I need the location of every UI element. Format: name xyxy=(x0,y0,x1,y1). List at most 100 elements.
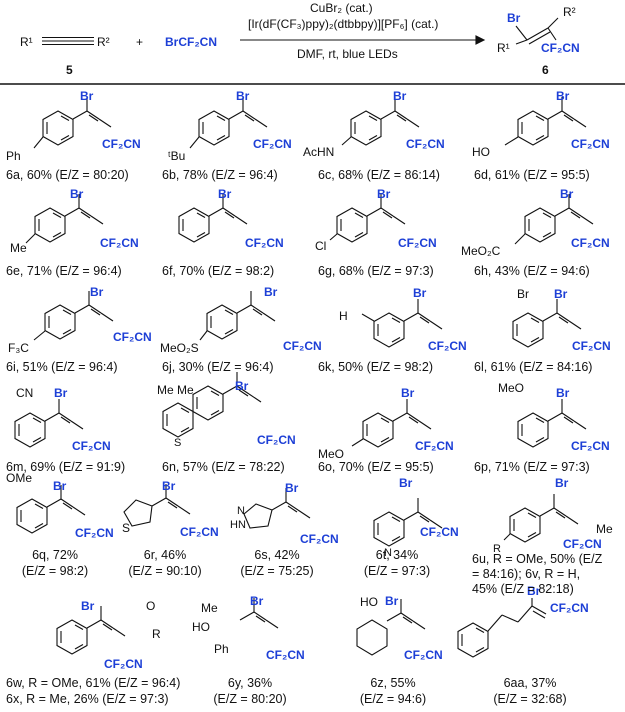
label-6q-ez: (E/Z = 98:2) xyxy=(21,564,89,578)
svg-text:CF₂CN: CF₂CN xyxy=(428,339,467,353)
svg-text:Br: Br xyxy=(90,285,104,299)
structure-6s: HN N Br CF₂CN xyxy=(230,481,339,546)
svg-text:Me: Me xyxy=(596,522,613,536)
structure-6i: F₃C Br CF₂CN xyxy=(8,285,152,355)
svg-text:CF₂CN: CF₂CN xyxy=(398,236,437,250)
svg-text:CF₂CN: CF₂CN xyxy=(100,236,139,250)
svg-text:CF₂CN: CF₂CN xyxy=(102,137,141,151)
product-6: Br R² R¹ CF₂CN xyxy=(497,5,580,55)
label-6r-yield: 6r, 46% xyxy=(143,548,187,562)
label-6m: 6m, 69% (E/Z = 91:9) xyxy=(6,460,126,474)
svg-text:Br: Br xyxy=(81,599,95,613)
svg-text:Br: Br xyxy=(70,187,84,201)
svg-text:Br: Br xyxy=(413,286,427,300)
svg-text:Ph: Ph xyxy=(214,642,229,656)
structure-6u: R Br Me CF₂CN xyxy=(493,476,613,555)
svg-text:Br: Br xyxy=(235,379,249,393)
label-6g: 6g, 68% (E/Z = 97:3) xyxy=(318,264,434,278)
svg-text:CF₂CN: CF₂CN xyxy=(563,537,602,551)
svg-text:Me: Me xyxy=(10,241,27,255)
arrow-head xyxy=(475,35,486,45)
structure-6e: Me Br CF₂CN xyxy=(10,187,139,255)
label-6p: 6p, 71% (E/Z = 97:3) xyxy=(474,460,590,474)
svg-text:R: R xyxy=(152,627,161,641)
structure-6a: Ph Br CF₂CN xyxy=(6,89,141,163)
svg-text:CF₂CN: CF₂CN xyxy=(572,339,611,353)
svg-text:CF₂CN: CF₂CN xyxy=(253,137,292,151)
label-6d: 6d, 61% (E/Z = 95:5) xyxy=(474,168,590,182)
structure-6t: N Br CF₂CN xyxy=(373,476,459,559)
svg-text:Ph: Ph xyxy=(6,149,21,163)
svg-text:CF₂CN: CF₂CN xyxy=(180,525,219,539)
label-6r-ez: (E/Z = 90:10) xyxy=(128,564,202,578)
label-6s-yield: 6s, 42% xyxy=(254,548,300,562)
svg-text:Br: Br xyxy=(554,287,568,301)
svg-text:Br: Br xyxy=(54,386,68,400)
svg-text:Br: Br xyxy=(393,89,407,103)
structure-6q: OMe Br CF₂CN xyxy=(6,471,114,540)
svg-text:Br: Br xyxy=(285,481,299,495)
svg-text:N: N xyxy=(384,547,392,559)
label-6t-yield: 6t, 34% xyxy=(375,548,419,562)
svg-text:Br: Br xyxy=(527,584,541,598)
svg-text:S: S xyxy=(122,521,130,535)
structure-6z: HO Br CF₂CN xyxy=(356,594,443,662)
svg-text:CF₂CN: CF₂CN xyxy=(571,137,610,151)
label-6y-yield: 6y, 36% xyxy=(227,676,273,690)
label-6f: 6f, 70% (E/Z = 98:2) xyxy=(162,264,275,278)
svg-text:Br: Br xyxy=(556,386,570,400)
label-6b: 6b, 78% (E/Z = 96:4) xyxy=(162,168,278,182)
label-6a: 6a, 60% (E/Z = 80:20) xyxy=(6,168,129,182)
svg-text:HO: HO xyxy=(360,595,378,609)
svg-text:N: N xyxy=(237,505,245,517)
svg-text:CN: CN xyxy=(16,386,33,400)
label-6j: 6j, 30% (E/Z = 96:4) xyxy=(162,360,274,374)
alkyne-reagent: R¹ R² xyxy=(20,35,110,49)
svg-text:CF₂CN: CF₂CN xyxy=(266,648,305,662)
svg-text:O: O xyxy=(146,599,155,613)
svg-text:Me Me: Me Me xyxy=(157,383,194,397)
label-6o: 6o, 70% (E/Z = 95:5) xyxy=(318,460,434,474)
label-6n: 6n, 57% (E/Z = 78:22) xyxy=(162,460,285,474)
structure-6o: MeO Br CF₂CN xyxy=(318,386,454,461)
svg-text:Br: Br xyxy=(218,187,232,201)
label-6w: 6w, R = OMe, 61% (E/Z = 96:4) xyxy=(6,676,181,690)
svg-text:Br: Br xyxy=(264,285,278,299)
svg-text:Br: Br xyxy=(80,89,94,103)
label-6u-line1: 6u, R = OMe, 50% (E/Z xyxy=(472,552,603,566)
svg-text:CF₂CN: CF₂CN xyxy=(283,339,322,353)
structure-6l: Br Br CF₂CN xyxy=(512,287,611,353)
svg-text:R²: R² xyxy=(97,35,110,49)
svg-text:Br: Br xyxy=(517,287,529,301)
svg-text:CF₂CN: CF₂CN xyxy=(75,526,114,540)
svg-text:Br: Br xyxy=(399,476,413,490)
reagent-5-number: 5 xyxy=(66,63,73,77)
svg-text:CF₂CN: CF₂CN xyxy=(571,236,610,250)
svg-text:Br: Br xyxy=(401,386,415,400)
svg-text:CF₂CN: CF₂CN xyxy=(113,330,152,344)
structure-6p: MeO Br CF₂CN xyxy=(498,381,610,453)
label-6h: 6h, 43% (E/Z = 94:6) xyxy=(474,264,590,278)
svg-text:CF₂CN: CF₂CN xyxy=(104,657,143,671)
condition-cubr2: CuBr₂ (cat.) xyxy=(310,1,373,15)
svg-text:CF₂CN: CF₂CN xyxy=(550,601,589,615)
svg-text:Br: Br xyxy=(162,479,176,493)
product-6-number: 6 xyxy=(542,63,549,77)
structure-6h: MeO₂C Br CF₂CN xyxy=(461,187,610,258)
svg-text:R²: R² xyxy=(563,5,576,19)
label-6q-yield: 6q, 72% xyxy=(32,548,78,562)
svg-text:H: H xyxy=(339,309,348,323)
svg-text:Me: Me xyxy=(201,601,218,615)
structure-6r: S Br CF₂CN xyxy=(122,479,219,539)
label-6k: 6k, 50% (E/Z = 98:2) xyxy=(318,360,433,374)
svg-text:HO: HO xyxy=(192,620,210,634)
label-6i: 6i, 51% (E/Z = 96:4) xyxy=(6,360,118,374)
svg-text:CF₂CN: CF₂CN xyxy=(245,236,284,250)
label-6s-ez: (E/Z = 75:25) xyxy=(240,564,314,578)
label-6aa-ez: (E/Z = 32:68) xyxy=(493,692,567,706)
svg-text:CF₂CN: CF₂CN xyxy=(300,532,339,546)
svg-text:MeO₂C: MeO₂C xyxy=(461,244,501,258)
label-6l: 6l, 61% (E/Z = 84:16) xyxy=(474,360,593,374)
structure-6g: Cl Br CF₂CN xyxy=(315,187,437,253)
